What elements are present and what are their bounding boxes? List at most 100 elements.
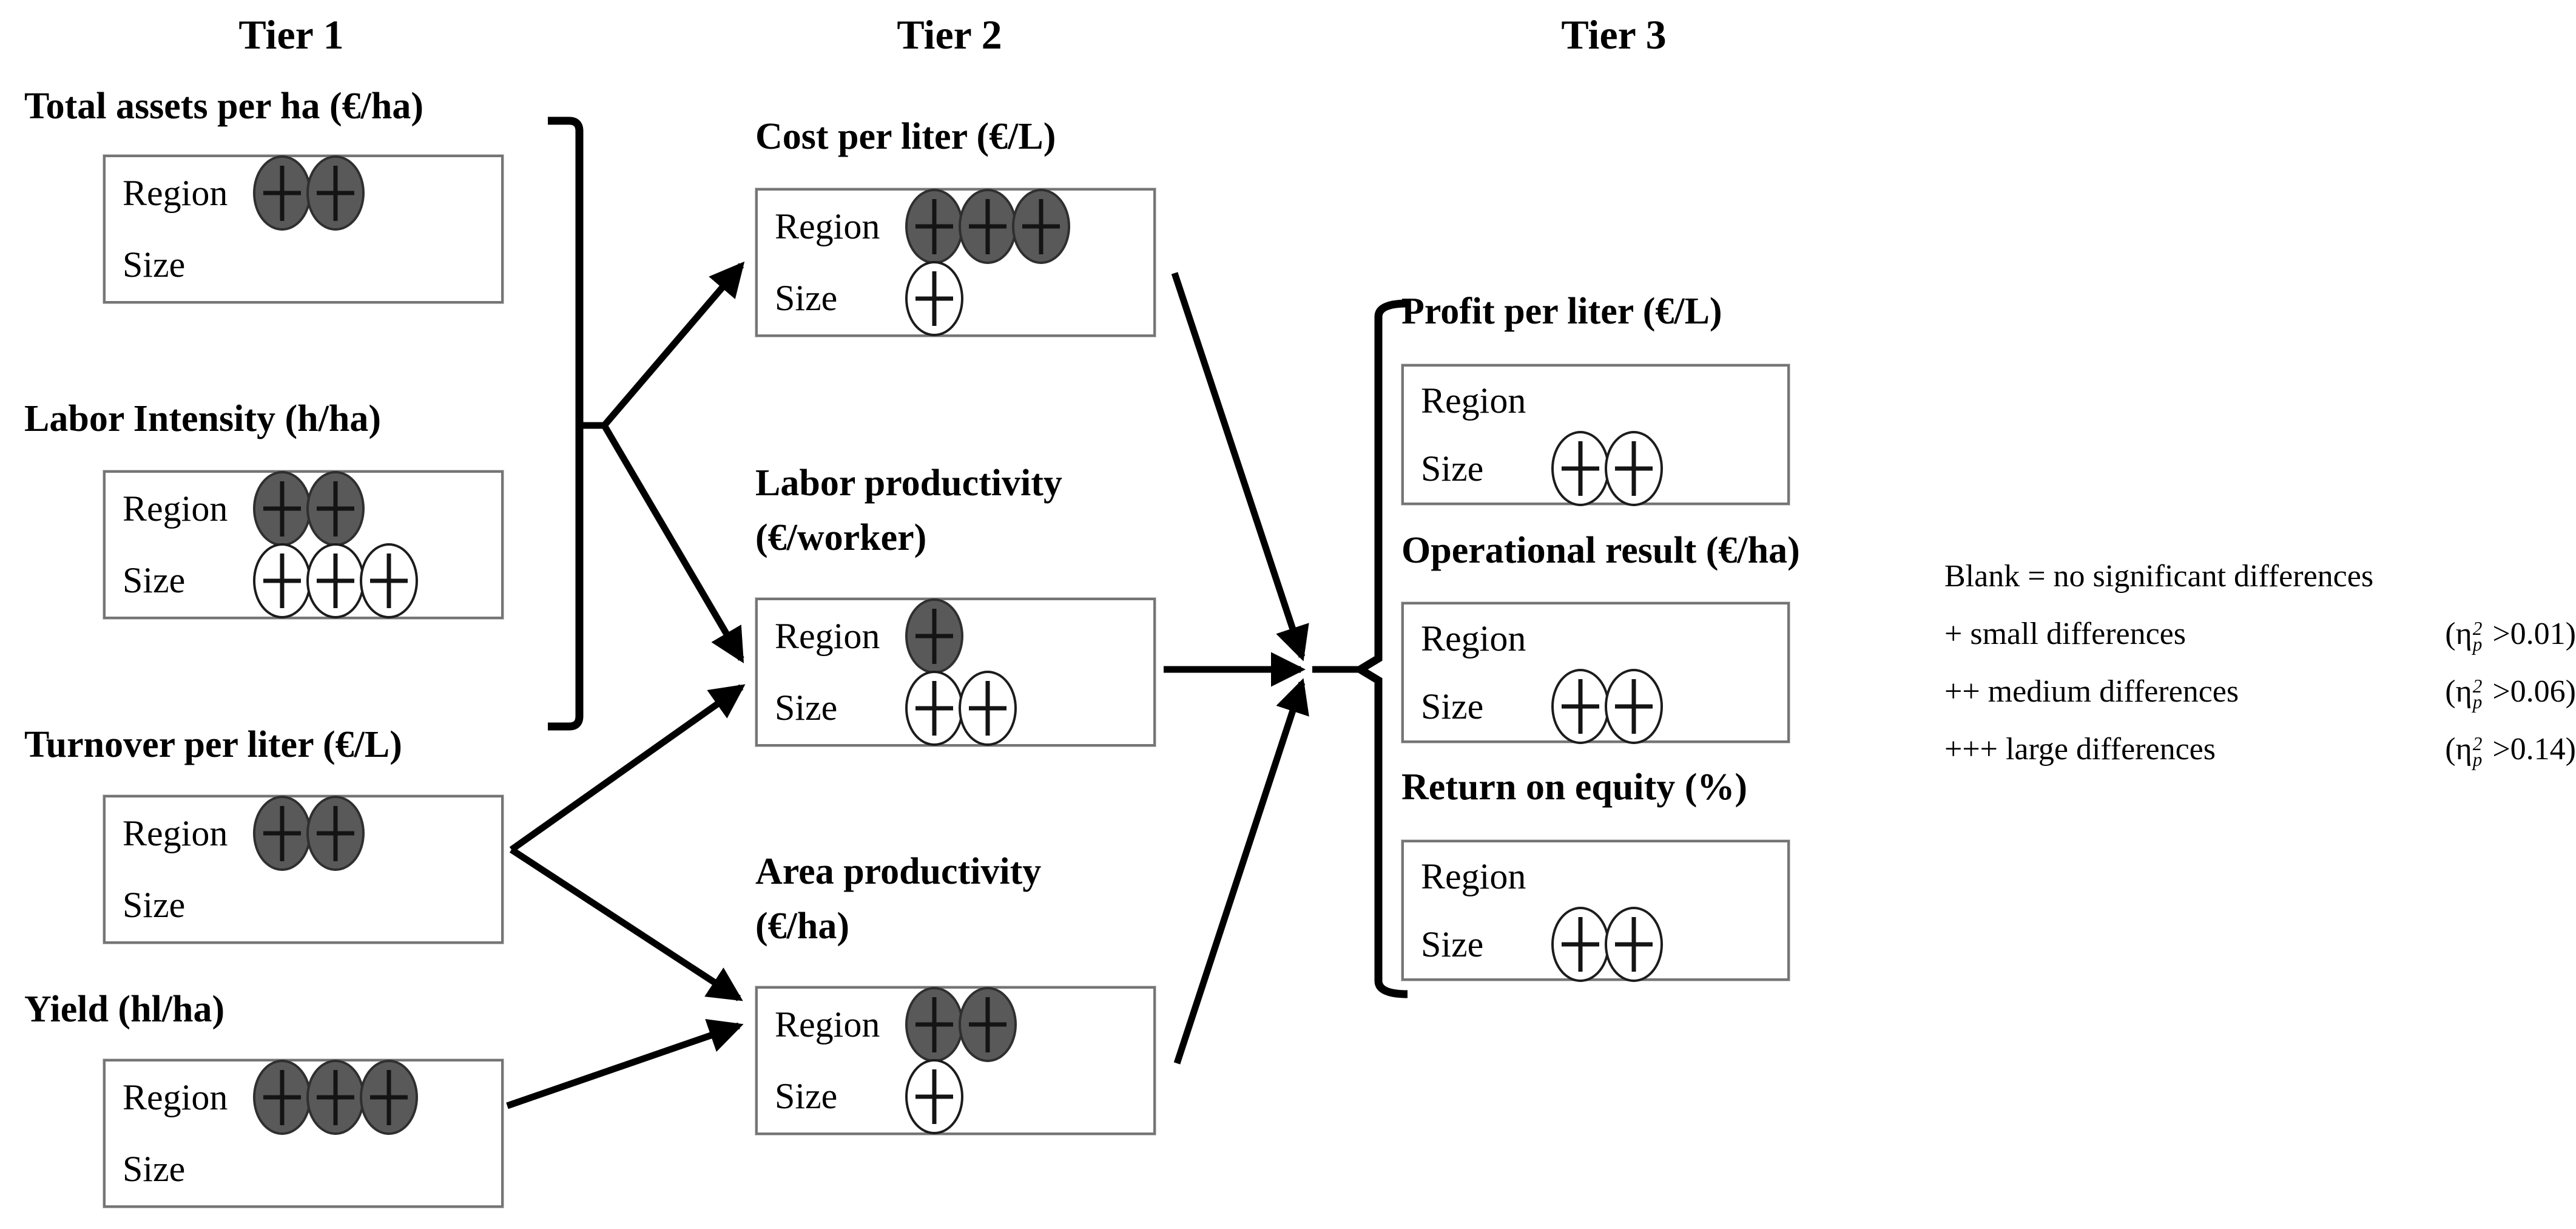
arrow-to-area-productivity-1 — [509, 847, 743, 1001]
tier3-group-brace — [1352, 299, 1408, 998]
region-pips — [253, 796, 365, 872]
metric-box-turnover: Region Size — [103, 795, 504, 944]
region-label: Region — [123, 813, 228, 853]
region-row: Region — [123, 155, 501, 231]
size-pips — [1551, 669, 1663, 744]
metric-title: Return on equity (%) — [1401, 767, 1748, 808]
metric-box-profit-per-liter: Region Size — [1401, 364, 1790, 506]
region-row: Region — [123, 1060, 501, 1136]
filled-plus-circle — [306, 471, 365, 547]
region-row: Region — [1421, 604, 1787, 672]
eta-value: >0.14) — [2484, 732, 2576, 767]
metric-box-total-assets: Region Size — [103, 155, 504, 303]
legend-text: +++ large differences — [1944, 732, 2216, 767]
region-label: Region — [775, 206, 880, 246]
filled-plus-circle — [253, 471, 311, 547]
size-label: Size — [123, 1149, 186, 1190]
region-row: Region — [775, 189, 1153, 265]
open-plus-circle — [905, 670, 963, 746]
significance-legend: Blank = no significant differences + sma… — [1944, 557, 2576, 769]
size-row: Size — [1421, 669, 1787, 744]
eta-superscript: 2 — [2472, 618, 2483, 640]
arrow-to-cost-per-liter — [601, 261, 745, 428]
filled-plus-circle — [306, 1060, 365, 1136]
filled-plus-circle — [1012, 189, 1070, 265]
filled-plus-circle — [306, 155, 365, 231]
legend-text: Blank = no significant differences — [1944, 559, 2374, 594]
open-plus-circle — [1551, 907, 1610, 982]
metric-box-area-productivity: Region Size — [755, 986, 1156, 1135]
region-pips — [905, 189, 1070, 265]
filled-plus-circle — [959, 987, 1017, 1063]
metric-title: Turnover per liter (€/L) — [24, 724, 402, 765]
eta-value: >0.01) — [2484, 617, 2576, 651]
size-row: Size — [123, 1134, 501, 1206]
open-plus-circle — [1605, 907, 1663, 982]
filled-plus-circle — [905, 987, 963, 1063]
region-row: Region — [775, 598, 1153, 674]
region-row: Region — [1421, 842, 1787, 910]
size-row: Size — [123, 229, 501, 302]
region-pips — [905, 987, 1017, 1063]
size-pips — [905, 260, 963, 336]
region-row: Region — [123, 796, 501, 872]
size-label: Size — [1421, 686, 1484, 726]
open-plus-circle — [1551, 669, 1610, 744]
open-plus-circle — [360, 543, 418, 618]
metric-box-cost-per-liter: Region Size — [755, 188, 1156, 337]
size-row: Size — [1421, 907, 1787, 982]
metric-title: Operational result (€/ha) — [1401, 530, 1800, 571]
metric-box-labor-productivity: Region Size — [755, 598, 1156, 747]
eta-value: >0.06) — [2484, 674, 2576, 709]
metric-title: Profit per liter (€/L) — [1401, 291, 1722, 332]
open-plus-circle — [1551, 431, 1610, 506]
legend-text: ++ medium differences — [1944, 674, 2239, 709]
size-pips — [1551, 431, 1663, 506]
size-pips — [905, 1058, 963, 1134]
arrow-to-labor-productivity-1 — [601, 424, 744, 663]
region-pips — [253, 471, 365, 547]
metric-box-operational-result: Region Size — [1401, 602, 1790, 744]
eta-superscript: 2 — [2472, 733, 2483, 755]
region-label: Region — [775, 615, 880, 656]
region-pips — [253, 1060, 418, 1136]
filled-plus-circle — [360, 1060, 418, 1136]
arrow-area-to-tier3 — [1173, 678, 1309, 1065]
eta-superscript: 2 — [2472, 675, 2483, 697]
eta-subscript: p — [2472, 634, 2483, 655]
size-label: Size — [775, 1076, 838, 1117]
open-plus-circle — [959, 670, 1017, 746]
metric-title: Labor productivity (€/worker) — [755, 462, 1062, 558]
region-label: Region — [123, 172, 228, 213]
metric-title: Area productivity (€/ha) — [755, 851, 1042, 947]
size-row: Size — [775, 1058, 1153, 1134]
size-label: Size — [775, 278, 838, 319]
eta-subscript: p — [2472, 749, 2483, 770]
metric-title: Cost per liter (€/L) — [755, 116, 1056, 157]
metric-title: Total assets per ha (€/ha) — [24, 86, 423, 127]
arrow-to-labor-productivity-2 — [509, 684, 746, 853]
size-row: Size — [123, 870, 501, 942]
tier1-group-bracket — [548, 117, 584, 731]
size-pips — [905, 670, 1017, 746]
filled-plus-circle — [905, 598, 963, 674]
region-label: Region — [1421, 618, 1526, 659]
size-label: Size — [123, 885, 186, 926]
open-plus-circle — [1605, 431, 1663, 506]
tier1-heading: Tier 1 — [238, 12, 344, 58]
metric-box-labor-intensity: Region Size — [103, 470, 504, 619]
open-plus-circle — [1605, 669, 1663, 744]
region-label: Region — [1421, 856, 1526, 896]
filled-plus-circle — [253, 796, 311, 872]
region-row: Region — [775, 987, 1153, 1063]
eta-open: (η — [2445, 617, 2472, 651]
metric-box-return-on-equity: Region Size — [1401, 840, 1790, 982]
region-pips — [253, 155, 365, 231]
size-label: Size — [775, 688, 838, 728]
open-plus-circle — [905, 260, 963, 336]
